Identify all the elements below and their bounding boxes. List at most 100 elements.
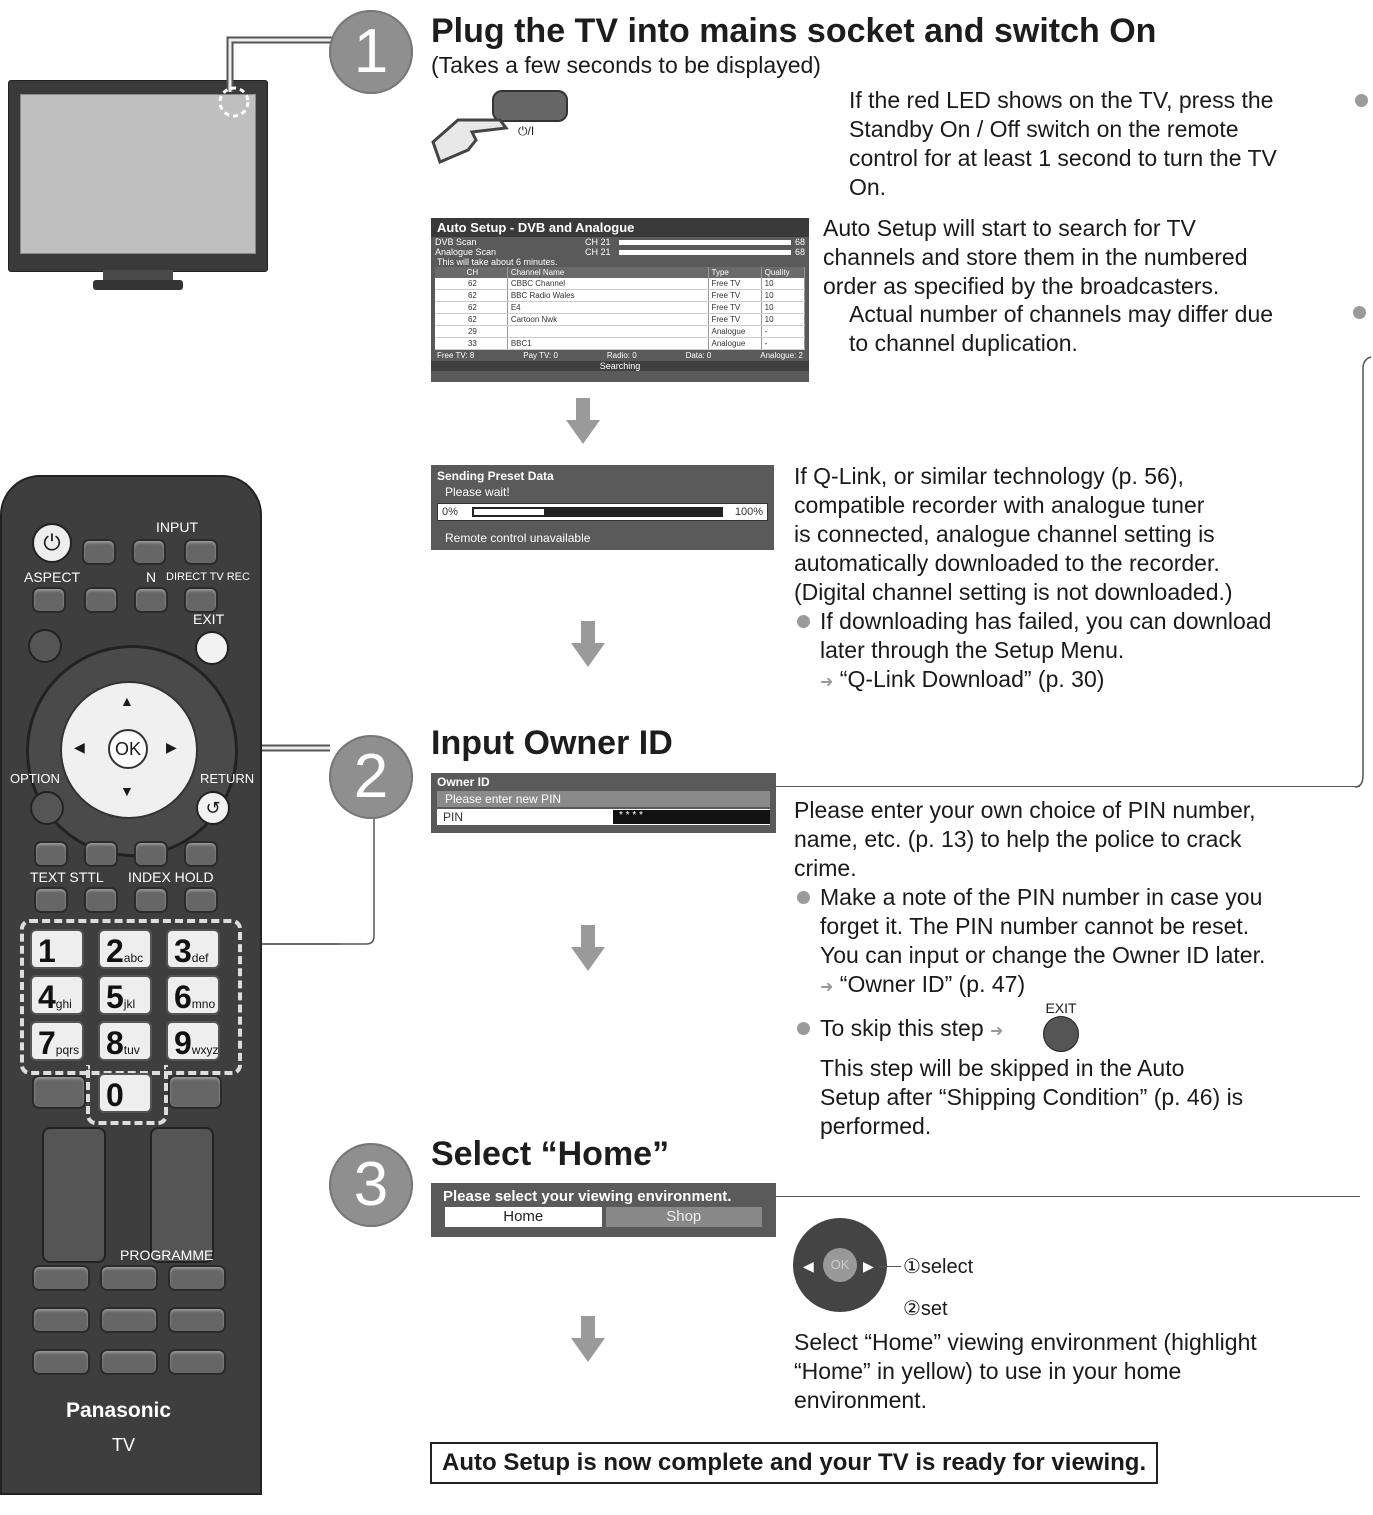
channel-count: Pay TV: 0 — [523, 351, 558, 360]
red-button[interactable] — [34, 841, 68, 867]
input-button[interactable] — [184, 539, 218, 565]
remote-button[interactable] — [168, 1349, 226, 1375]
preset-title: Sending Preset Data — [437, 469, 554, 483]
red-led-note: If the red LED shows on the TV, press th… — [849, 87, 1277, 200]
remote-round-button[interactable] — [28, 629, 62, 663]
owner-id-prompt: Please enter new PIN — [437, 791, 770, 807]
home-option[interactable]: Home — [445, 1207, 602, 1227]
number-key-6[interactable]: 6mno — [166, 975, 220, 1015]
hold-button[interactable] — [184, 887, 218, 913]
exit-button[interactable] — [195, 631, 229, 665]
owner-id-ref: “Owner ID” (p. 47) — [839, 971, 1026, 997]
down-arrow-icon — [566, 398, 600, 444]
up-arrow-icon: ▲ — [120, 693, 134, 709]
remote-button[interactable] — [100, 1307, 158, 1333]
skipped-note: This step will be skipped in the Auto Se… — [820, 1055, 1244, 1139]
table-cell: Free TV — [709, 302, 762, 313]
step-2-heading: Input Owner ID — [431, 724, 673, 762]
table-header-cell: Type — [709, 267, 762, 278]
owner-id-title: Owner ID — [437, 775, 490, 789]
return-icon[interactable]: ↺ — [196, 791, 230, 825]
progress-end: 100% — [734, 506, 763, 518]
number-key-7[interactable]: 7pqrs — [30, 1021, 84, 1061]
yellow-button[interactable] — [134, 841, 168, 867]
power-icon[interactable]: ⏻ — [32, 523, 72, 563]
number-key-letters: abc — [123, 951, 144, 965]
n-button[interactable] — [134, 587, 168, 613]
number-key-5[interactable]: 5jkl — [98, 975, 152, 1015]
blue-button[interactable] — [184, 841, 218, 867]
table-cell: - — [762, 326, 805, 337]
left-arrow-icon: ◀ — [74, 739, 85, 755]
table-cell: Analogue — [709, 326, 762, 337]
duration-note: This will take about 6 minutes. — [437, 257, 558, 267]
remote-button[interactable] — [82, 539, 116, 565]
remote-button[interactable] — [132, 539, 166, 565]
number-key-0[interactable]: 0 — [98, 1073, 152, 1113]
volume-rocker[interactable] — [42, 1127, 106, 1263]
number-key-1[interactable]: 1 — [30, 929, 84, 969]
remote-button[interactable] — [168, 1075, 222, 1109]
brand-logo: Panasonic — [66, 1399, 172, 1422]
number-key-letters: def — [191, 951, 209, 965]
aspect-button[interactable] — [32, 587, 66, 613]
number-key-4[interactable]: 4ghi — [30, 975, 84, 1015]
bullet-dot — [797, 1022, 810, 1035]
remote-button[interactable] — [32, 1075, 86, 1109]
aspect-label: ASPECT — [24, 569, 81, 585]
remote-button[interactable] — [32, 1307, 90, 1333]
preset-note: Remote control unavailable — [445, 531, 591, 545]
bullet-dot — [797, 891, 810, 904]
ref-arrow-icon: ➜ — [820, 674, 834, 691]
autosetup-description: Auto Setup will start to search for TV c… — [823, 215, 1248, 299]
dvb-scan-end: 68 — [794, 237, 805, 247]
index-button[interactable] — [134, 887, 168, 913]
table-cell — [508, 326, 709, 337]
ok-button[interactable]: OK — [108, 729, 148, 769]
remote-button[interactable] — [168, 1265, 226, 1291]
progress-start: 0% — [442, 506, 458, 518]
channel-count: Analogue: 2 — [760, 351, 803, 360]
text-button[interactable] — [34, 887, 68, 913]
viewing-env-title: Please select your viewing environment. — [443, 1188, 732, 1205]
number-key-letters: mno — [191, 997, 216, 1011]
left-arrow-icon: ◀ — [803, 1258, 814, 1274]
table-header-cell: Quality — [762, 267, 805, 278]
ref-arrow-icon: ➜ — [820, 979, 834, 996]
standby-press-illustration: ⏻/I — [428, 88, 568, 168]
down-arrow-icon — [571, 621, 605, 667]
number-key-2[interactable]: 2abc — [98, 929, 152, 969]
green-button[interactable] — [84, 841, 118, 867]
direct-tv-rec-label: DIRECT TV REC — [166, 571, 250, 583]
remote-button[interactable] — [100, 1349, 158, 1375]
remote-button[interactable] — [32, 1265, 90, 1291]
number-key-3[interactable]: 3def — [166, 929, 220, 969]
remote-button[interactable] — [84, 587, 118, 613]
bracket-line — [1355, 356, 1372, 788]
down-arrow-icon — [571, 925, 605, 971]
ok-pad-illustration: OK ◀ ▶ ①select ②set — [793, 1218, 993, 1320]
pin-input[interactable]: * * * * — [613, 810, 770, 824]
table-cell: 29 — [435, 326, 508, 337]
table-cell: Cartoon Nwk — [508, 314, 709, 325]
owner-id-description: Please enter your own choice of PIN numb… — [794, 797, 1266, 997]
shop-option[interactable]: Shop — [605, 1207, 762, 1227]
channel-rocker[interactable] — [150, 1127, 214, 1263]
number-key-9[interactable]: 9wxyz — [166, 1021, 220, 1061]
option-button[interactable] — [30, 791, 64, 825]
search-status: Searching — [431, 361, 809, 371]
hand-icon — [431, 118, 509, 165]
sttl-button[interactable] — [84, 887, 118, 913]
direct-tv-rec-button[interactable] — [184, 587, 218, 613]
remote-button[interactable] — [100, 1265, 158, 1291]
remote-button[interactable] — [168, 1307, 226, 1333]
exit-label: EXIT — [193, 611, 225, 627]
right-arrow-icon: ▶ — [863, 1258, 874, 1274]
remote-button[interactable] — [32, 1349, 90, 1375]
option-label: OPTION — [10, 771, 60, 786]
text-sttl-label: TEXT STTL — [30, 869, 104, 885]
table-cell: 10 — [762, 302, 805, 313]
number-key-8[interactable]: 8tuv — [98, 1021, 152, 1061]
